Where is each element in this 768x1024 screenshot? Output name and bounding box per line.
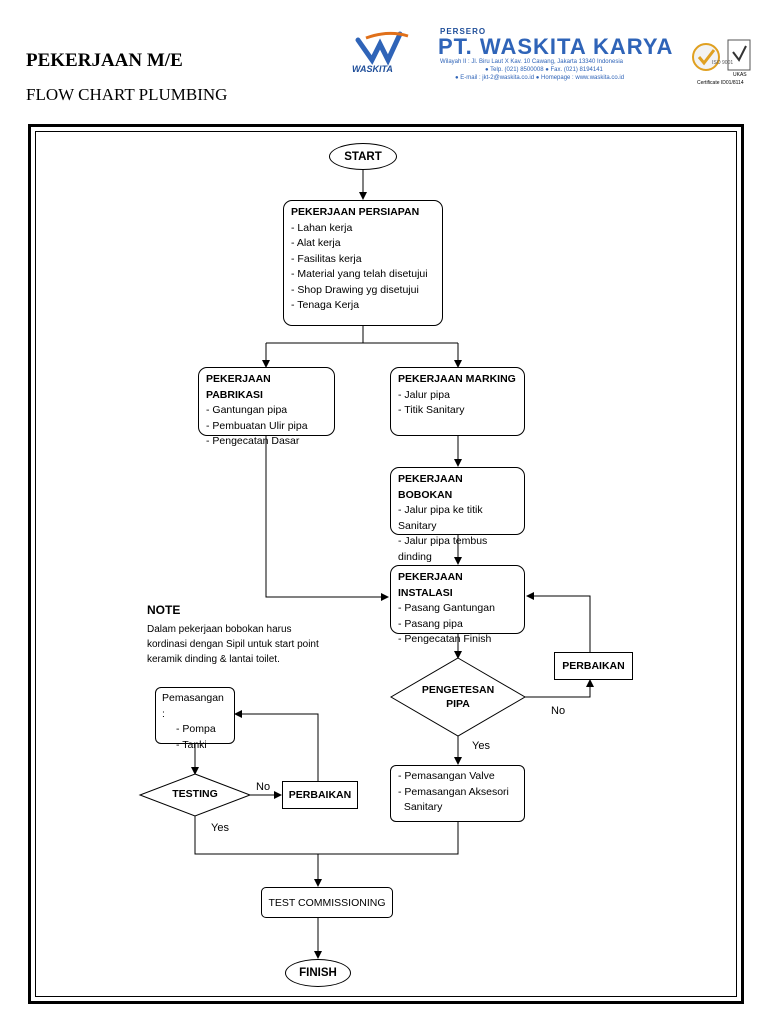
testing-diamond: [138, 773, 252, 817]
pengetesan-line2: PIPA: [446, 698, 470, 710]
persiapan-item: - Shop Drawing yg disetujui: [291, 283, 419, 296]
bobokan-title: PEKERJAAN BOBOKAN: [398, 473, 463, 501]
note-line: kordinasi dengan Sipil untuk start point: [147, 639, 319, 650]
valve-item: - Pemasangan Valve: [398, 770, 495, 782]
start-label: START: [344, 150, 382, 163]
outer-frame: [28, 124, 744, 1004]
cert-text: Certificate ID01/8114: [697, 80, 744, 86]
logo-word: WASKITA: [352, 64, 393, 74]
pengetesan-diamond: [390, 657, 526, 737]
finish-label: FINISH: [299, 967, 337, 979]
no-right-label: No: [551, 705, 566, 717]
valve-item: Sanitary: [398, 801, 443, 813]
company-address: Wilayah II : Jl. Biru Laut X Kav. 10 Caw…: [440, 59, 623, 65]
note-text: Dalam pekerjaan bobokan harus kordinasi …: [147, 622, 357, 667]
instalasi-title: PEKERJAAN INSTALASI: [398, 571, 463, 599]
yes-right-label: Yes: [472, 740, 490, 752]
persiapan-item: - Tenaga Kerja: [291, 299, 360, 311]
arrow-perbaikan-instalasi: [526, 592, 591, 652]
arrow-pabrikasi-instalasi: [265, 436, 389, 601]
perbaikan-right-label: PERBAIKAN: [562, 660, 625, 672]
persiapan-item: - Fasilitas kerja: [291, 252, 362, 265]
company-persero: PERSERO: [440, 27, 487, 36]
bobokan-item: - Jalur pipa ke titik Sanitary: [398, 504, 483, 532]
line-merge: [194, 816, 459, 855]
instalasi-item: - Pasang Gantungan: [398, 602, 495, 614]
company-email: ● E-mail : jkt-2@waskita.co.id ● Homepag…: [455, 75, 625, 81]
arrow-pengetesan-perbaikan: [525, 679, 594, 698]
perbaikan-left-label: PERBAIKAN: [288, 789, 352, 801]
pabrikasi-item: - Pengecatan Dasar: [206, 435, 300, 447]
bobokan-box: PEKERJAAN BOBOKAN - Jalur pipa ke titik …: [390, 467, 525, 563]
commissioning-box: TEST COMMISSIONING: [261, 887, 393, 918]
finish-terminal: FINISH: [285, 959, 351, 987]
valve-item: - Pemasangan Aksesori: [398, 785, 509, 798]
yes-left-label: Yes: [211, 822, 229, 834]
marking-item: - Titik Sanitary: [398, 404, 465, 416]
persiapan-item: - Material yang telah disetujui: [291, 268, 428, 280]
pemasangan-heading: Pemasangan :: [162, 692, 224, 720]
marking-box: PEKERJAAN MARKING - Jalur pipa - Titik S…: [390, 367, 525, 436]
marking-title: PEKERJAAN MARKING: [398, 373, 516, 385]
pemasangan-item: - Pompa: [176, 723, 216, 735]
pabrikasi-title: PEKERJAAN PABRIKASI: [206, 373, 271, 401]
pengetesan-label: PENGETESAN PIPA: [411, 683, 505, 711]
note-line: Dalam pekerjaan bobokan harus: [147, 624, 292, 635]
persiapan-box: PEKERJAAN PERSIAPAN - Lahan kerja - Alat…: [283, 200, 443, 326]
perbaikan-right-box: PERBAIKAN: [554, 652, 633, 680]
pemasangan-box: Pemasangan : - Pompa - Tanki: [155, 687, 235, 751]
perbaikan-left-box: PERBAIKAN: [282, 781, 358, 809]
bobokan-item: - Jalur pipa tembus dinding: [398, 535, 488, 563]
page-subtitle: FLOW CHART PLUMBING: [26, 85, 228, 104]
cert-badge: ISO 9001: [712, 60, 734, 66]
no-left-label: No: [256, 781, 271, 793]
instalasi-item: - Pasang pipa: [398, 617, 463, 630]
ukas-label: UKAS: [733, 72, 747, 78]
pemasangan-item: - Tanki: [176, 738, 207, 751]
marking-item: - Jalur pipa: [398, 388, 450, 401]
pengetesan-line1: PENGETESAN: [421, 684, 495, 696]
arrow-perbaikan-pemasangan: [234, 710, 319, 781]
commissioning-label: TEST COMMISSIONING: [268, 896, 386, 909]
pabrikasi-box: PEKERJAAN PABRIKASI - Gantungan pipa - P…: [198, 367, 335, 447]
valve-box: - Pemasangan Valve - Pemasangan Aksesori…: [390, 765, 525, 822]
pabrikasi-item: - Pembuatan Ulir pipa: [206, 419, 308, 432]
instalasi-item: - Pengecatan Finish: [398, 633, 492, 645]
persiapan-item: - Lahan kerja: [291, 221, 353, 234]
company-name: PT. WASKITA KARYA: [438, 34, 674, 59]
company-phone: ● Telp. (021) 8500008 ● Fax. (021) 81941…: [485, 67, 603, 73]
start-terminal: START: [329, 143, 397, 170]
persiapan-title: PEKERJAAN PERSIAPAN: [291, 206, 420, 218]
instalasi-box: PEKERJAAN INSTALASI - Pasang Gantungan -…: [390, 565, 525, 645]
pabrikasi-item: - Gantungan pipa: [206, 404, 288, 416]
testing-label: TESTING: [172, 788, 218, 800]
note-heading: NOTE: [147, 603, 181, 617]
page-title: PEKERJAAN M/E: [26, 50, 183, 71]
note-line: keramik dinding & lantai toilet.: [147, 654, 280, 665]
persiapan-item: - Alat kerja: [291, 237, 341, 249]
inner-frame: [35, 131, 737, 997]
